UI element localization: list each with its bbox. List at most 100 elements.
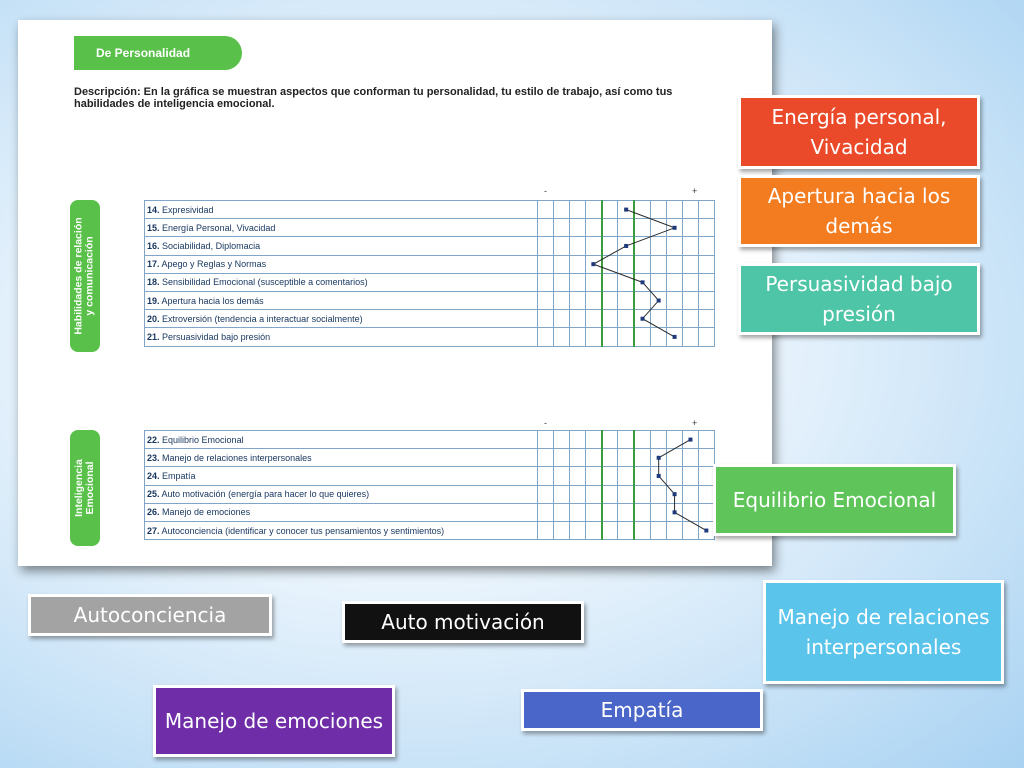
score-cell <box>666 309 684 329</box>
score-cell <box>697 429 715 450</box>
score-cell <box>617 236 635 256</box>
score-cell <box>600 272 619 292</box>
score-cell <box>617 429 635 450</box>
score-row-label: 17. Apego y Reglas y Normas <box>144 254 538 274</box>
score-cell <box>584 429 603 450</box>
group1-scale-plus: + <box>692 186 698 196</box>
score-cell <box>552 520 570 541</box>
score-cell <box>666 429 684 450</box>
score-cell <box>650 327 668 347</box>
score-row-text: Sociabilidad, Diplomacia <box>162 240 261 251</box>
score-cell <box>617 254 635 274</box>
score-cell <box>552 290 570 311</box>
score-cell <box>650 309 668 329</box>
score-cell <box>537 309 554 329</box>
score-row-label: 23. Manejo de relaciones interpersonales <box>144 448 538 468</box>
score-cell <box>537 199 554 220</box>
score-cell <box>633 199 652 220</box>
score-cell <box>600 309 619 329</box>
score-row: 26. Manejo de emociones <box>144 502 715 522</box>
score-cell <box>617 484 635 504</box>
score-cell <box>584 218 603 238</box>
score-row-text: Persuasividad bajo presión <box>162 331 271 342</box>
score-cell <box>666 272 684 292</box>
score-row-text: Expresividad <box>162 204 214 215</box>
score-row: 23. Manejo de relaciones interpersonales <box>144 448 715 468</box>
score-cell <box>552 254 570 274</box>
score-cell <box>617 290 635 311</box>
score-cell <box>633 448 652 468</box>
score-row-number: 24. <box>147 470 160 481</box>
callout-empatia: Empatía <box>521 689 763 731</box>
score-cell <box>666 218 684 238</box>
callout-manejo-emociones: Manejo de emociones <box>153 685 395 757</box>
score-cell <box>650 448 668 468</box>
score-cell <box>682 309 699 329</box>
score-cell <box>552 199 570 220</box>
callout-auto-motivacion: Auto motivación <box>342 601 584 643</box>
score-cell <box>650 254 668 274</box>
score-cell <box>537 236 554 256</box>
score-cell <box>650 484 668 504</box>
score-cell <box>584 254 603 274</box>
score-cell <box>584 448 603 468</box>
callout-energia-personal: Energía personal, Vivacidad <box>738 95 980 169</box>
group1-scale-minus: - <box>544 186 547 196</box>
score-row-label: 27. Autoconciencia (identificar y conoce… <box>144 520 538 541</box>
callout-autoconciencia: Autoconciencia <box>28 594 272 636</box>
score-cell <box>666 290 684 311</box>
score-cell <box>552 502 570 522</box>
score-cell <box>584 466 603 486</box>
score-row-number: 20. <box>147 313 160 324</box>
score-cell <box>697 199 715 220</box>
score-row-number: 25. <box>147 489 160 500</box>
score-row-text: Empatía <box>162 470 196 481</box>
score-cell <box>568 484 586 504</box>
score-row-label: 19. Apertura hacia los demás <box>144 290 538 311</box>
score-row-text: Autoconciencia (identificar y conocer tu… <box>161 525 445 536</box>
score-cell <box>666 236 684 256</box>
score-cell <box>568 199 586 220</box>
score-cell <box>617 466 635 486</box>
score-cell <box>537 254 554 274</box>
score-row-label: 18. Sensibilidad Emocional (susceptible … <box>144 272 538 292</box>
score-cell <box>633 272 652 292</box>
score-cell <box>552 327 570 347</box>
score-cell <box>568 290 586 311</box>
score-row-number: 14. <box>147 204 160 215</box>
score-row-text: Equilibrio Emocional <box>162 434 244 445</box>
score-cell <box>666 199 684 220</box>
description-text: Descripción: En la gráfica se muestran a… <box>74 86 673 110</box>
score-cell <box>633 309 652 329</box>
score-cell <box>650 466 668 486</box>
score-cell <box>682 466 699 486</box>
score-cell <box>584 272 603 292</box>
score-cell <box>682 218 699 238</box>
callout-equilibrio-emocional: Equilibrio Emocional <box>713 464 956 536</box>
score-cell <box>682 272 699 292</box>
score-row-number: 22. <box>147 434 160 445</box>
score-cell <box>552 218 570 238</box>
score-cell <box>650 290 668 311</box>
score-cell <box>537 448 554 468</box>
score-cell <box>568 218 586 238</box>
score-cell <box>666 466 684 486</box>
score-cell <box>666 484 684 504</box>
score-row-label: 25. Auto motivación (energía para hacer … <box>144 484 538 504</box>
score-cell <box>650 520 668 541</box>
group2-scale-plus: + <box>692 418 698 428</box>
score-cell <box>633 502 652 522</box>
score-cell <box>552 484 570 504</box>
score-cell <box>682 502 699 522</box>
score-row-text: Auto motivación (energía para hacer lo q… <box>161 489 370 500</box>
score-cell <box>600 236 619 256</box>
callout-manejo-relaciones: Manejo de relaciones interpersonales <box>763 580 1004 684</box>
score-cell <box>584 520 603 541</box>
score-cell <box>600 218 619 238</box>
score-cell <box>568 448 586 468</box>
score-row-number: 27. <box>147 525 160 536</box>
score-cell <box>568 502 586 522</box>
score-cell <box>633 520 652 541</box>
